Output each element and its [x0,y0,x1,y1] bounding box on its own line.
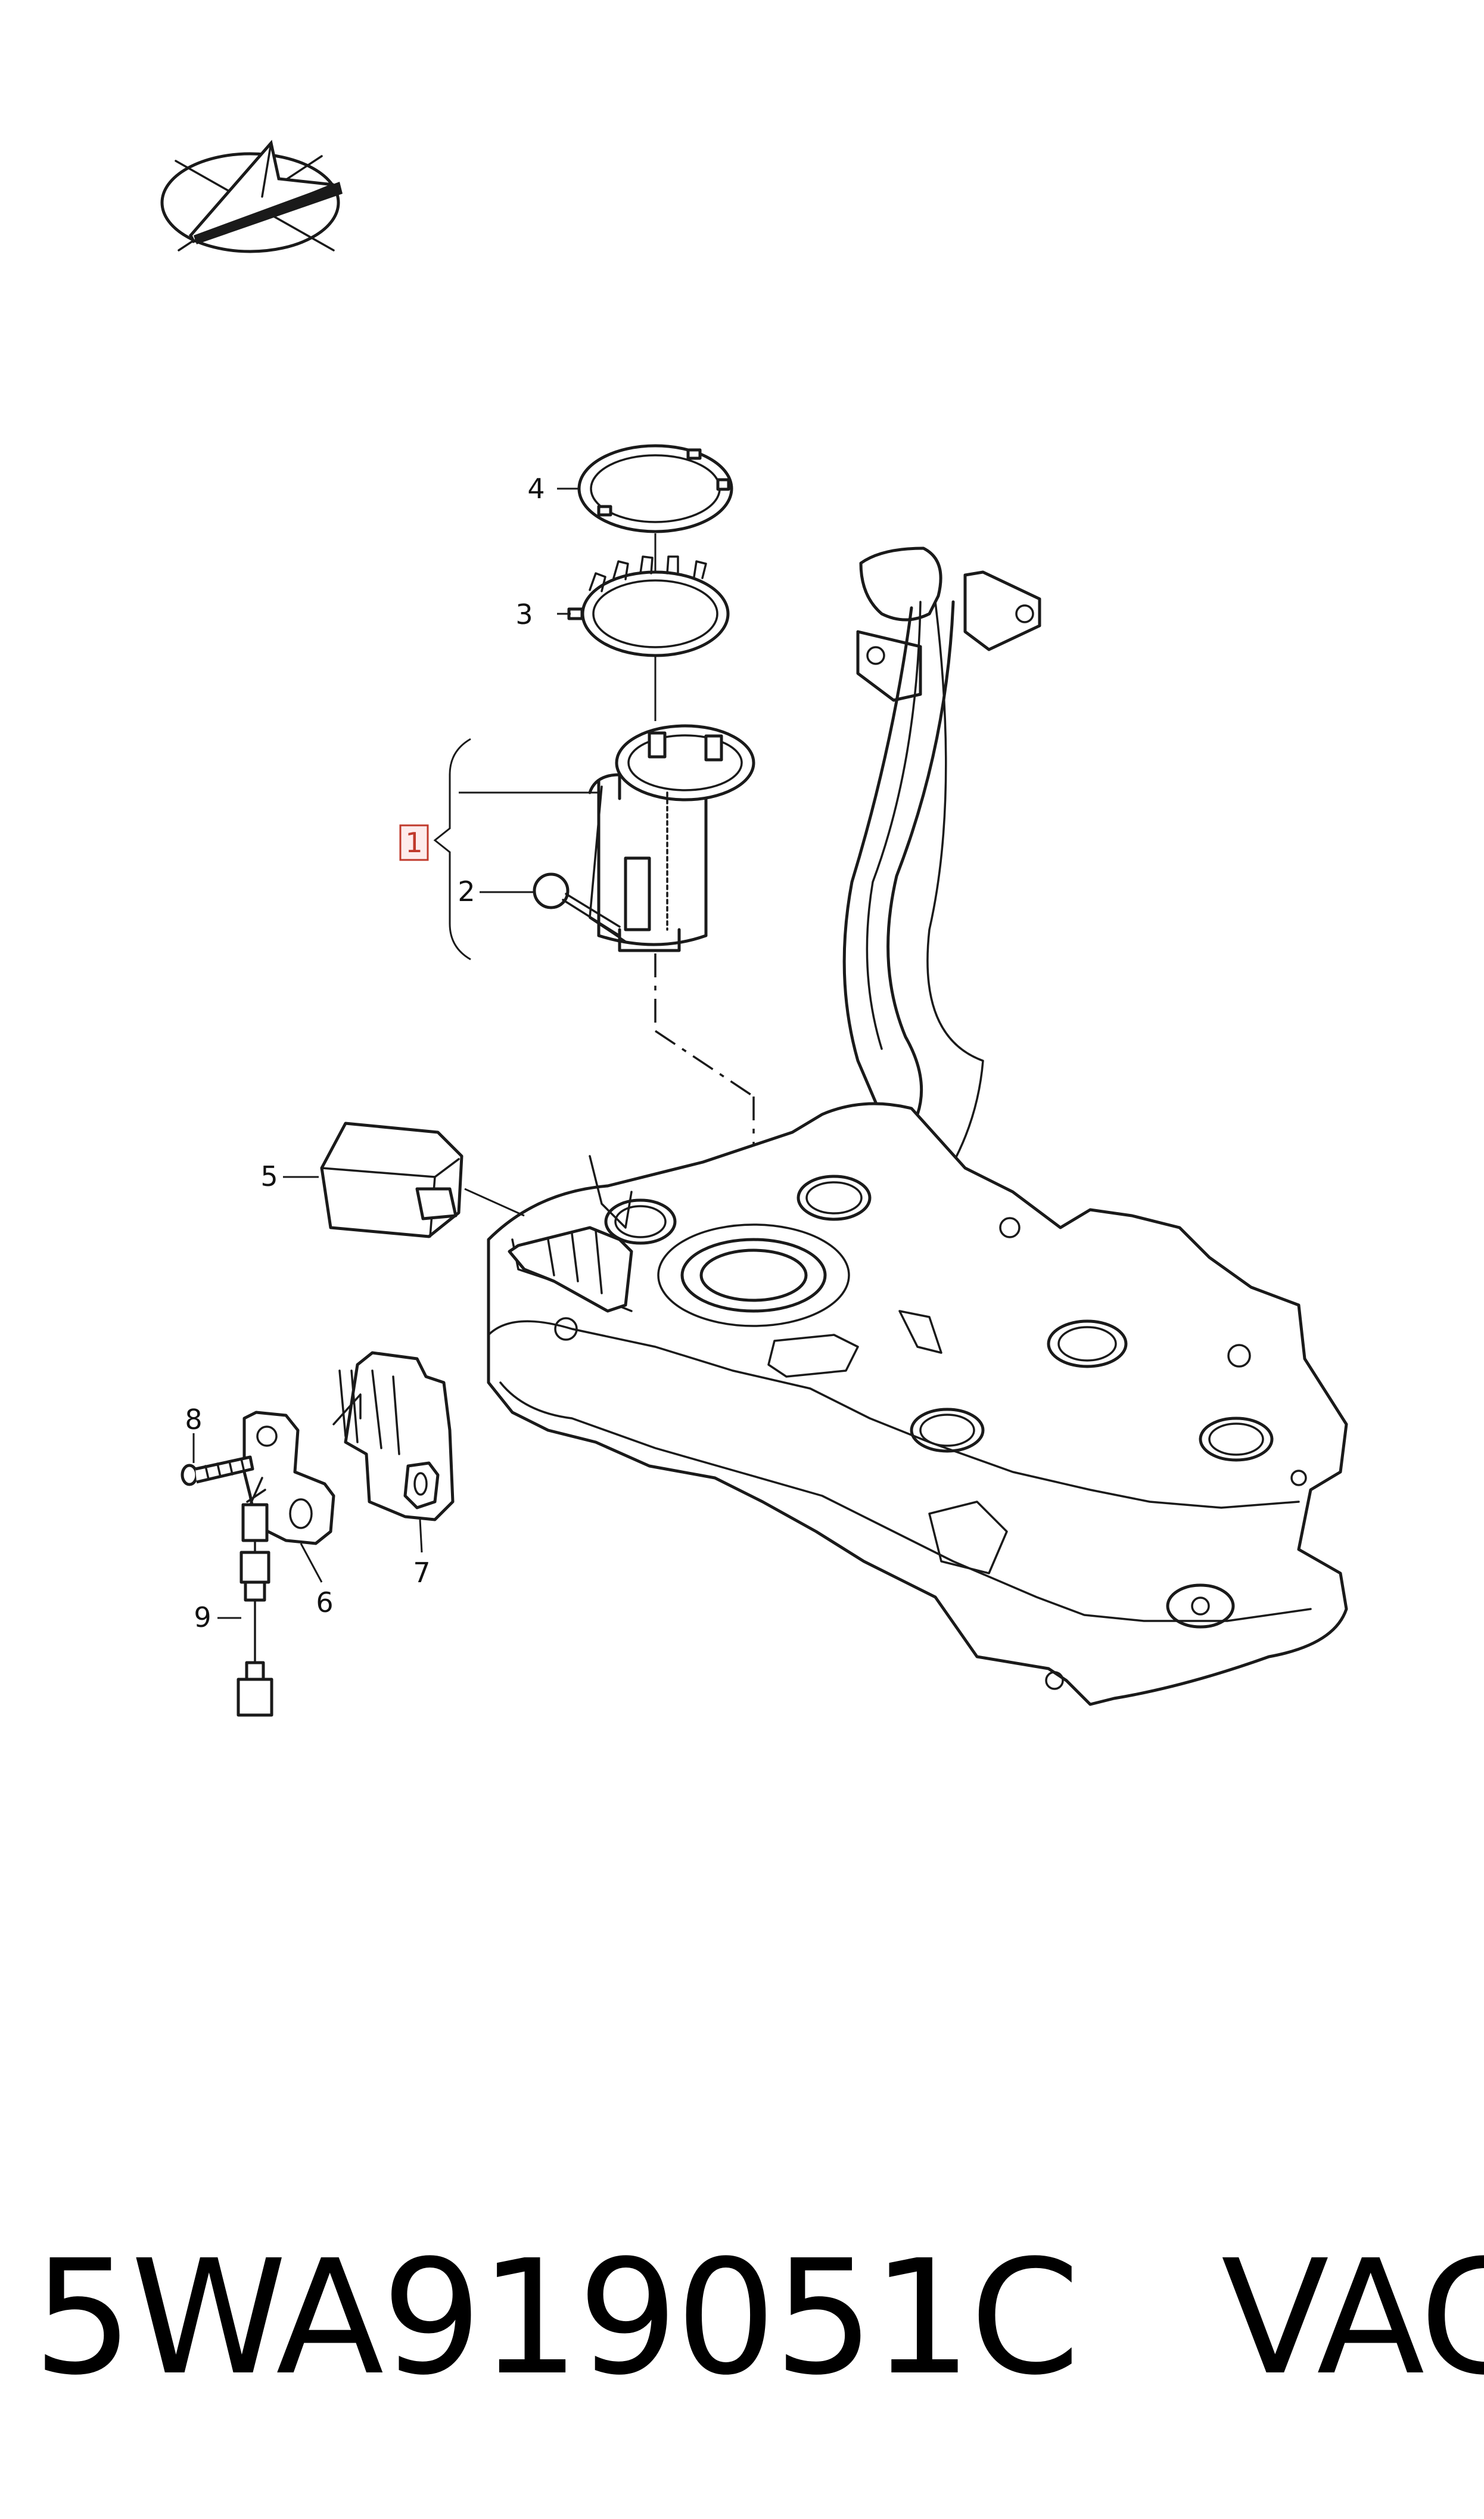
callout-9[interactable]: 9 [194,1601,211,1633]
callout-8[interactable]: 8 [185,1403,202,1436]
part-2-fuel-level-sender[interactable] [533,872,621,937]
part-number-footer: 5WA919051C VAG [33,2226,1484,2410]
callout-4[interactable]: 4 [527,473,545,505]
filler-neck [842,546,1050,1315]
part-7-holder[interactable] [332,1351,455,1521]
part-4-sealing-ring[interactable] [577,444,733,533]
callout-5[interactable]: 5 [260,1160,278,1192]
brand-name: VAG [1221,2226,1484,2410]
part-number: 5WA919051C [33,2226,1080,2410]
paper-plane-logo-icon [160,139,343,253]
part-1-fuel-delivery-unit[interactable] [588,724,755,952]
callout-1[interactable]: 1 [405,827,422,859]
callout-2[interactable]: 2 [458,875,475,908]
callout-1-box[interactable] [399,824,429,861]
part-3-locking-ring[interactable] [567,555,730,657]
part-8-screw[interactable] [181,1455,254,1486]
callout-7[interactable]: 7 [413,1557,430,1589]
callout-6[interactable]: 6 [316,1586,333,1619]
part-9-wiring-harness[interactable] [237,1477,273,1717]
fuel-tank [487,1102,1348,1706]
callout-3[interactable]: 3 [515,598,533,630]
part-5-control-unit[interactable] [320,1122,463,1238]
